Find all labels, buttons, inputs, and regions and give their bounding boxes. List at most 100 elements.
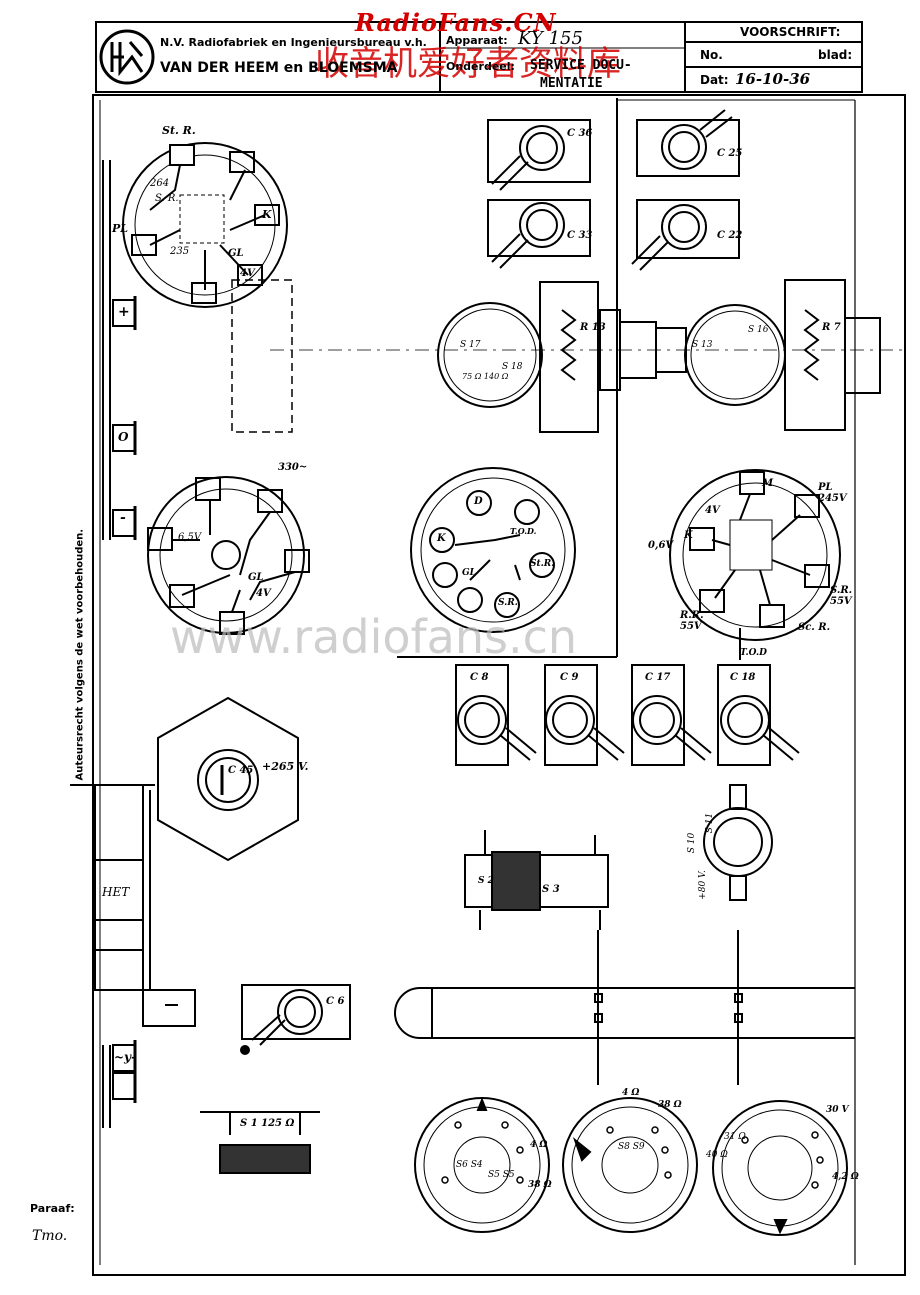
label-38ohm: 38 Ω [528, 1180, 552, 1190]
company-name-line1: N.V. Radiofabriek en Ingenieursbureau v.… [160, 36, 427, 49]
label-s2: S 2 [478, 876, 494, 886]
label-c22: C 22 [717, 230, 743, 241]
label-0-6v: 0,6V [648, 540, 674, 551]
resistor-s1 [200, 1111, 320, 1174]
terminal-strip [102, 160, 137, 1128]
label-s6s4: S6 S4 [456, 1160, 483, 1170]
label-sr55: S.R. 55V [830, 585, 853, 607]
label-tod: T.O.D. [510, 526, 537, 536]
capacitors-c36-c33 [487, 119, 591, 269]
dashed-outline-box [231, 279, 293, 433]
label-sr3: St.R. [530, 559, 555, 569]
label-plus: + [118, 304, 130, 320]
label-pl-330: 330~ [278, 462, 308, 473]
label-30v: 30 V [826, 1105, 849, 1115]
label-31ohm: 31 Ω [724, 1132, 746, 1142]
label-tilde: ~y- [114, 1050, 137, 1064]
label-s16: S 16 [748, 325, 769, 335]
label-c25: C 25 [717, 148, 743, 159]
label-c36: C 36 [567, 128, 593, 139]
label-minus: - [120, 510, 126, 526]
label-s3: S 3 [542, 884, 560, 895]
coil-s2-s3 [464, 830, 609, 930]
label-235: 235 [170, 246, 190, 257]
label-o: O [118, 430, 129, 444]
label-c6: C 6 [326, 996, 345, 1007]
label-s8s9: S8 S9 [618, 1142, 645, 1152]
paraaf-value: Tmo. [32, 1228, 68, 1244]
label-sr: S. R. [155, 193, 179, 204]
label-4ohm-b: 4 Ω [622, 1088, 640, 1098]
label-c33: C 33 [567, 230, 593, 241]
het-bracket [70, 784, 196, 1027]
tube-socket-center [410, 467, 576, 633]
label-pl245: PL 245V [818, 482, 847, 504]
label-rr55: R.R. 55V [680, 610, 704, 632]
label-s17: S 17 [460, 340, 481, 350]
tube-socket-right [669, 469, 841, 660]
label-4ohm: 4 Ω [530, 1140, 548, 1150]
apparaat-value: KY 155 [518, 28, 583, 49]
label-265v: +265 V. [262, 760, 309, 773]
label-k2: K [437, 533, 446, 544]
tube-socket-left-middle [147, 476, 310, 635]
label-tod-2: T.O.D [740, 648, 767, 658]
label-gl3: GL [462, 568, 477, 578]
dat-value: 16-10-36 [735, 70, 811, 88]
hex-capacitor-c45 [157, 696, 299, 862]
label-het: HET [102, 885, 130, 899]
label-r7: R 7 [822, 322, 841, 333]
label-gl: GL [228, 248, 244, 259]
label-80v: +80 V. [697, 870, 708, 900]
title-block [95, 21, 863, 93]
label-s5: S5 S5 [488, 1170, 515, 1180]
label-4-2ohm: 4,2 Ω [832, 1172, 859, 1182]
label-scr: Sc. R. [798, 622, 831, 633]
onderdeel-value-2: MENTATIE [540, 76, 603, 91]
no-label: No. [700, 48, 723, 62]
switch-discs [414, 1097, 848, 1236]
label-s11: S 11 [705, 812, 716, 834]
company-name-line2: VAN DER HEEM en BLOEMSMA [160, 60, 398, 76]
label-c9: C 9 [560, 672, 579, 683]
label-s10: S 10 [687, 832, 698, 854]
tube-socket-top-left [122, 142, 288, 308]
chassis-bar [394, 930, 855, 1085]
blad-label: blad: [818, 48, 853, 62]
label-st-r: St. R. [162, 124, 196, 137]
label-4v-2: 4V [256, 588, 271, 599]
watermark-top-cn: 收音机爱好者资料库 [315, 44, 621, 84]
label-c17: C 17 [645, 672, 671, 683]
label-264: 264 [150, 178, 170, 189]
label-c8: C 8 [470, 672, 489, 683]
label-gl-2: GL [248, 572, 264, 583]
label-6-5v: 6,5V [178, 532, 202, 543]
label-c45: C 45 [228, 765, 254, 776]
capacitors-c25-c22 [631, 109, 740, 271]
company-logo [99, 29, 155, 85]
label-4v-3: 4V [705, 505, 720, 516]
label-k3: K [684, 530, 693, 541]
label-4v: 4V [240, 268, 255, 279]
label-m: M [762, 478, 774, 489]
label-s13: S 13 [692, 340, 713, 350]
label-d: D [474, 496, 483, 507]
onderdeel-value-1: SERVICE DOCU- [530, 58, 632, 73]
disc-contacts [441, 1121, 824, 1189]
label-s18: S 18 [502, 362, 523, 372]
watermark-center: www.radiofans.cn [170, 610, 578, 664]
label-s1: S 1 125 Ω [240, 1118, 295, 1129]
label-k: K [262, 208, 272, 221]
dat-label: Dat: [700, 73, 729, 87]
watermark-top: RadioFans.CN [355, 8, 557, 37]
capacitors-c8-c18 [455, 664, 800, 766]
voorschrift-label: VOORSCHRIFT: [740, 25, 841, 39]
capacitor-c6 [240, 984, 351, 1055]
label-pl: PL [112, 222, 129, 235]
page-border [92, 94, 906, 1276]
chassis-lines [270, 98, 905, 1265]
potentiometer-assembly [437, 279, 881, 433]
onderdeel-label: Onderdeel: [446, 60, 515, 73]
coil-s10-s11 [703, 784, 773, 901]
